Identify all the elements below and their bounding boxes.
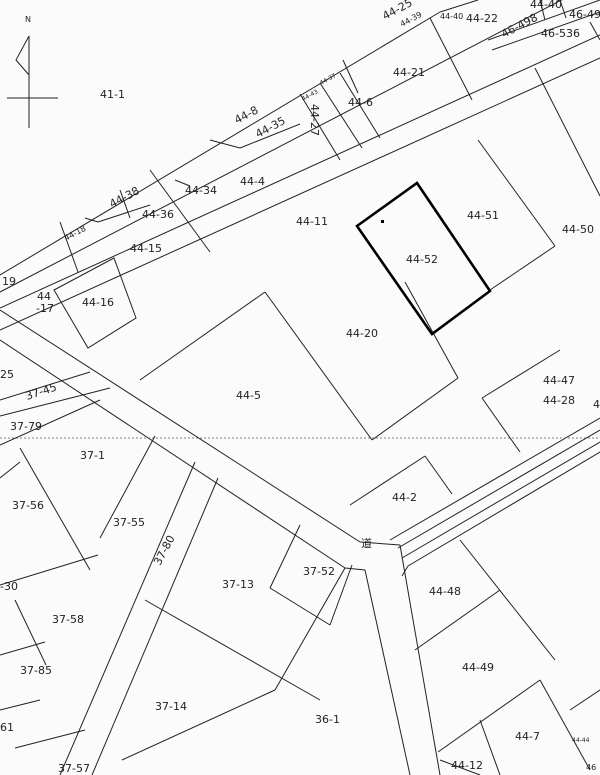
label-44-2: 44-2 (392, 491, 417, 504)
middle-parcel-lines (139, 67, 600, 506)
main-road (0, 309, 401, 571)
label-44-11: 44-11 (296, 215, 328, 228)
label-44-47: 44-47 (543, 374, 575, 387)
label-44-12: 44-12 (451, 759, 483, 772)
label-30: -30 (0, 580, 18, 593)
label-44-27: 44-27 (308, 104, 321, 136)
se-parcel-lines (414, 539, 600, 775)
label-44-7: 44-7 (515, 730, 540, 743)
band-parcel-lines (59, 17, 473, 273)
se-road (389, 417, 600, 577)
label-44-17-top: 44 (37, 290, 51, 303)
label-46: 46 (586, 763, 596, 772)
label-44-37: 44-37 (319, 72, 338, 86)
north-road-band (0, 0, 600, 331)
label-44-28: 44-28 (543, 394, 575, 407)
label-37-14: 37-14 (155, 700, 187, 713)
south-road (364, 544, 441, 775)
label-44-40a: 44-40 (440, 12, 463, 21)
label-37-58: 37-58 (52, 613, 84, 626)
label-44-17-bottom: -17 (36, 302, 54, 315)
label-61: 61 (0, 721, 14, 734)
label-37-52: 37-52 (303, 565, 335, 578)
label-41-1: 41-1 (100, 88, 125, 101)
label-44-15: 44-15 (130, 242, 162, 255)
label-44-35: 44-35 (253, 114, 287, 140)
parcel-marker-dot (381, 220, 384, 223)
label-25: 25 (0, 368, 14, 381)
label-37-56: 37-56 (12, 499, 44, 512)
label-44-40b: 44-40 (530, 0, 562, 11)
label-44-38: 44-38 (107, 184, 141, 210)
label-37-85: 37-85 (20, 664, 52, 677)
ne-parcel-lines (487, 0, 600, 51)
label-4: 4 (593, 398, 600, 411)
label-37-55: 37-55 (113, 516, 145, 529)
label-44-43: 44-43 (301, 88, 320, 102)
label-44-52: 44-52 (406, 253, 438, 266)
label-44-36: 44-36 (142, 208, 174, 221)
label-37-57: 37-57 (58, 762, 90, 775)
label-37-80: 37-80 (151, 533, 177, 567)
label-44-20: 44-20 (346, 327, 378, 340)
label-44-22: 44-22 (466, 12, 498, 25)
label-37-1: 37-1 (80, 449, 105, 462)
label-37-45: 37-45 (24, 381, 58, 403)
label-44-34: 44-34 (185, 184, 217, 197)
road-37-80 (59, 461, 219, 775)
north-arrow-icon: N (7, 15, 58, 128)
label-44-48: 44-48 (429, 585, 461, 598)
label-44-51: 44-51 (467, 209, 499, 222)
label-44-5: 44-5 (236, 389, 261, 402)
south-parcel-lines (121, 524, 353, 761)
label-44-21: 44-21 (393, 66, 425, 79)
label-44-50: 44-50 (562, 223, 594, 236)
label-37-13: 37-13 (222, 578, 254, 591)
highlighted-parcel-outline (355, 181, 492, 336)
label-19: 19 (2, 275, 16, 288)
parcel-44-16-outline (53, 257, 137, 349)
label-44-6-top: 44-6 (348, 96, 373, 109)
label-44-4: 44-4 (240, 175, 265, 188)
label-44-16: 44-16 (82, 296, 114, 309)
label-37-79: 37-79 (10, 420, 42, 433)
label-44-44: 44-44 (572, 737, 590, 744)
label-44-18: 44-18 (63, 224, 88, 243)
label-46-49: 46-49 (569, 8, 600, 21)
label-44-8: 44-8 (232, 103, 260, 126)
label-46-536: 46-536 (541, 27, 580, 40)
label-44-49: 44-49 (462, 661, 494, 674)
road-label: 道 (361, 536, 372, 550)
label-36-1: 36-1 (315, 713, 340, 726)
label-46-498: 46-498 (499, 11, 540, 41)
north-label: N (25, 15, 31, 24)
west-strip-lines (0, 371, 156, 749)
